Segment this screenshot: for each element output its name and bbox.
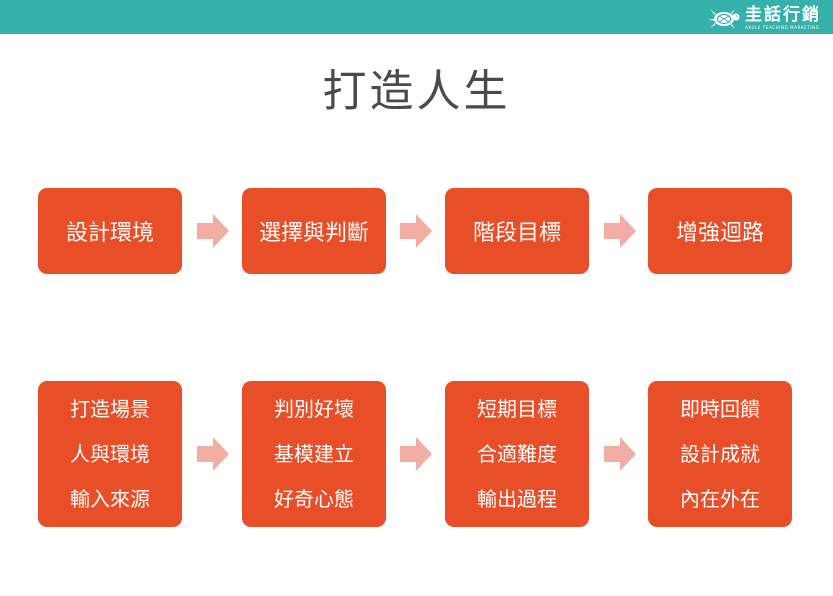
sea-turtle-icon bbox=[708, 9, 740, 29]
detail-box-4: 即時回饋 設計成就 內在外在 bbox=[648, 381, 792, 527]
detail-item: 好奇心態 bbox=[274, 486, 354, 511]
right-arrow-icon bbox=[197, 437, 229, 471]
detail-item: 設計成就 bbox=[680, 441, 760, 466]
detail-box-3: 短期目標 合適難度 輸出過程 bbox=[445, 381, 589, 527]
detail-item: 判別好壞 bbox=[274, 396, 354, 421]
brand-name: 圭話行銷 bbox=[745, 4, 821, 25]
step-box-3: 階段目標 bbox=[445, 188, 589, 274]
detail-box-1: 打造場景 人與環境 輸入來源 bbox=[38, 381, 182, 527]
detail-item: 合適難度 bbox=[477, 441, 557, 466]
right-arrow-icon bbox=[604, 437, 636, 471]
step-box-2: 選擇與判斷 bbox=[242, 188, 386, 274]
brand-tagline: AKULE TEACHING MARKETING bbox=[745, 24, 820, 30]
right-arrow-icon bbox=[197, 214, 229, 248]
right-arrow-icon bbox=[604, 214, 636, 248]
detail-item: 人與環境 bbox=[70, 441, 150, 466]
step-box-4: 增強迴路 bbox=[648, 188, 792, 274]
right-arrow-icon bbox=[400, 214, 432, 248]
detail-item: 即時回饋 bbox=[680, 396, 760, 421]
detail-item: 輸入來源 bbox=[70, 486, 150, 511]
brand: 圭話行銷 AKULE TEACHING MARKETING bbox=[707, 4, 821, 32]
step-box-1: 設計環境 bbox=[38, 188, 182, 274]
header-bar: 圭話行銷 AKULE TEACHING MARKETING bbox=[0, 0, 833, 34]
detail-item: 輸出過程 bbox=[477, 486, 557, 511]
right-arrow-icon bbox=[400, 437, 432, 471]
detail-item: 基模建立 bbox=[274, 441, 354, 466]
detail-item: 短期目標 bbox=[477, 396, 557, 421]
detail-box-2: 判別好壞 基模建立 好奇心態 bbox=[242, 381, 386, 527]
detail-item: 打造場景 bbox=[70, 396, 150, 421]
page-title: 打造人生 bbox=[322, 66, 511, 117]
detail-item: 內在外在 bbox=[680, 486, 760, 511]
brand-text: 圭話行銷 AKULE TEACHING MARKETING bbox=[745, 4, 821, 31]
